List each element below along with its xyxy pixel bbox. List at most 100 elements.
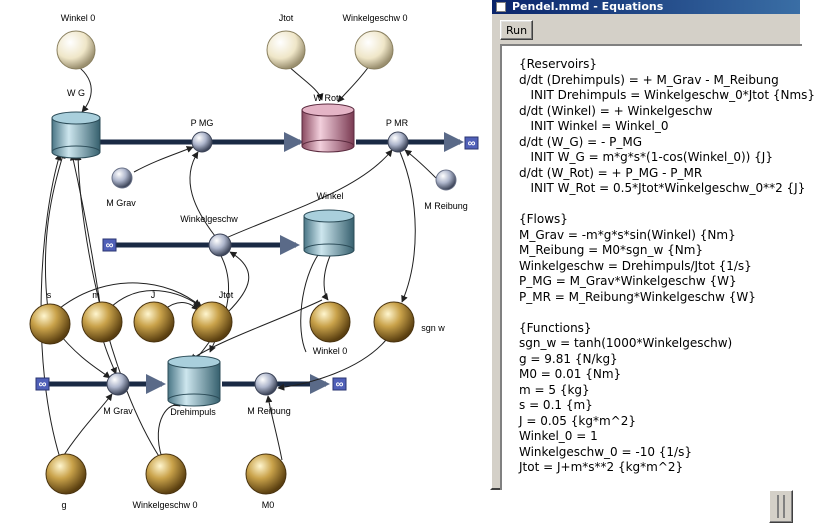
connector-winkelgeschw0-drehimpuls <box>157 399 181 459</box>
equation-line: m = 5 {kg} <box>519 382 590 397</box>
constant-winkel0[interactable] <box>309 301 351 343</box>
connector-winkelgeschw-pmg <box>189 151 216 237</box>
label-s: s <box>47 290 52 300</box>
constant-g[interactable] <box>45 453 87 495</box>
label-sgnw: sgn w <box>421 323 445 333</box>
equations-window-titlebar[interactable]: Pendel.mmd - Equations <box>492 0 800 14</box>
equation-line: J = 0.05 {kg*m^2} <box>519 413 636 428</box>
valve-pmr[interactable] <box>387 131 409 153</box>
connector-winkel-mgrav <box>189 299 323 361</box>
equation-line: Jtot = J+m*s**2 {kg*m^2} <box>519 460 684 474</box>
equation-line: INIT Drehimpuls = Winkelgeschw_0*Jtot {N… <box>519 88 815 102</box>
constant-winkelgeschw0[interactable] <box>145 453 187 495</box>
label-J: J <box>151 290 156 300</box>
source-box-winkelgeschw-symbol: ∞ <box>106 240 114 252</box>
connector-winkel-winkel0 <box>321 255 331 301</box>
label-g: g <box>61 500 66 510</box>
sink-box-mreibung-symbol: ∞ <box>336 379 344 391</box>
valve-mgrav[interactable] <box>106 372 130 396</box>
reservoir-drehimpuls[interactable] <box>167 355 221 407</box>
run-button[interactable]: Run <box>500 20 533 40</box>
constant-m0[interactable] <box>245 453 287 495</box>
equation-line: P_MG = M_Grav*Winkelgeschw {W} <box>519 274 737 288</box>
label-m0: M0 <box>262 500 275 510</box>
label-pmg: P MG <box>191 118 214 128</box>
sink-box-mreibung[interactable] <box>332 377 347 391</box>
scrollbar-grip-icon <box>777 495 779 518</box>
label-mgrav-top: M Grav <box>106 198 136 208</box>
connector-g-wg <box>40 153 62 459</box>
label-winkelgeschw0-top: Winkelgeschw 0 <box>342 13 407 23</box>
equation-blank-line <box>519 197 802 213</box>
label-mreibung-bot: M Reibung <box>247 406 291 416</box>
equation-line: g = 9.81 {N/kg} <box>519 351 618 366</box>
equation-line: d/dt (Drehimpuls) = + M_Grav - M_Reibung <box>519 72 779 87</box>
label-mreibung-top: M Reibung <box>424 201 468 211</box>
source-box-mgrav[interactable] <box>35 377 50 391</box>
flow-pipes <box>48 132 464 394</box>
parameter-jtot-top[interactable] <box>266 30 306 70</box>
equations-text-area[interactable]: {Reservoirs}d/dt (Drehimpuls) = + M_Grav… <box>500 44 815 490</box>
source-box-winkelgeschw[interactable] <box>102 238 117 252</box>
equation-line: P_MR = M_Reibung*Winkelgeschw {W} <box>519 289 756 304</box>
scrollbar-thumb[interactable] <box>769 490 793 523</box>
auxiliary-mreibung[interactable] <box>435 169 457 191</box>
label-m: m <box>92 290 100 300</box>
label-mgrav-bot: M Grav <box>103 406 133 416</box>
valve-mreibung[interactable] <box>254 372 278 396</box>
sink-box-pmr[interactable] <box>464 136 479 150</box>
reservoir-wg[interactable] <box>51 111 101 159</box>
equation-line: {Reservoirs} <box>519 57 597 71</box>
connector-m-jtot <box>109 290 203 309</box>
connector-winkel-down <box>300 251 321 353</box>
constant-s[interactable] <box>29 303 71 345</box>
label-jtot-mid: Jtot <box>219 290 234 300</box>
auxiliary-mgrav[interactable] <box>111 167 133 189</box>
label-jtot-top: Jtot <box>279 13 294 23</box>
label-drehimpuls: Drehimpuls <box>170 407 216 417</box>
connector-winkelgeschw-sgnw <box>399 151 416 303</box>
connector-winkel0-wg <box>71 61 92 113</box>
connector-winkelgeschw-pmr <box>225 149 393 239</box>
equations-window: Pendel.mmd - Equations Run {Reservoirs}d… <box>490 0 815 490</box>
auxiliary-sgnw[interactable] <box>373 301 415 343</box>
label-wg: W G <box>67 88 85 98</box>
equation-line: d/dt (Winkel) = + Winkelgeschw <box>519 103 713 118</box>
equation-line: Winkelgeschw_0 = -10 {1/s} <box>519 444 692 459</box>
equation-line: INIT W_Rot = 0.5*Jtot*Winkelgeschw_0**2 … <box>519 181 806 195</box>
label-winkel: Winkel <box>316 191 343 201</box>
constant-m[interactable] <box>81 301 123 343</box>
label-winkelgeschw: Winkelgeschw <box>180 214 238 224</box>
valve-pmg[interactable] <box>191 131 213 153</box>
valve-winkelgeschw[interactable] <box>208 233 232 257</box>
equation-line: d/dt (W_Rot) = + P_MG - P_MR <box>519 165 703 180</box>
constant-J[interactable] <box>133 301 175 343</box>
parameter-winkelgeschw0-top[interactable] <box>354 30 394 70</box>
equation-line: M0 = 0.01 {Nm} <box>519 367 622 381</box>
window-title: Pendel.mmd - Equations <box>512 0 664 13</box>
label-pmr: P MR <box>386 118 409 128</box>
connector-drehimpuls-winkelgeschw <box>227 251 250 313</box>
auxiliary-jtot[interactable] <box>191 301 233 343</box>
equation-blank-line <box>519 305 802 321</box>
reservoir-winkel[interactable] <box>303 209 355 257</box>
scrollbar-grip-icon <box>783 495 785 518</box>
connector-g-mgrav <box>61 393 113 459</box>
model-diagram-canvas[interactable]: ∞ ∞ ∞ ∞ <box>0 0 490 527</box>
connector-s-wg <box>44 151 66 311</box>
connector-sgnw-mreibung <box>277 339 387 391</box>
equation-line: {Functions} <box>519 320 592 335</box>
equation-line: Winkelgeschw = Drehimpuls/Jtot {1/s} <box>519 258 752 273</box>
equation-line: M_Grav = -m*g*s*sin(Winkel) {Nm} <box>519 227 736 242</box>
parameter-winkel0-top[interactable] <box>56 30 96 70</box>
label-winkel0-mid: Winkel 0 <box>313 346 348 356</box>
sink-box-pmr-symbol: ∞ <box>468 138 476 150</box>
connector-mreibung-pmr <box>404 149 437 179</box>
document-icon <box>496 2 506 12</box>
label-wrot: W Rot <box>313 93 339 103</box>
connector-s-jtot <box>59 282 201 309</box>
equation-line: INIT W_G = m*g*s*(1-cos(Winkel_0)) {J} <box>519 150 773 164</box>
reservoir-wrot[interactable] <box>301 103 355 153</box>
equation-line: M_Reibung = M0*sgn_w {Nm} <box>519 243 704 257</box>
label-winkel0-top: Winkel 0 <box>61 13 96 23</box>
